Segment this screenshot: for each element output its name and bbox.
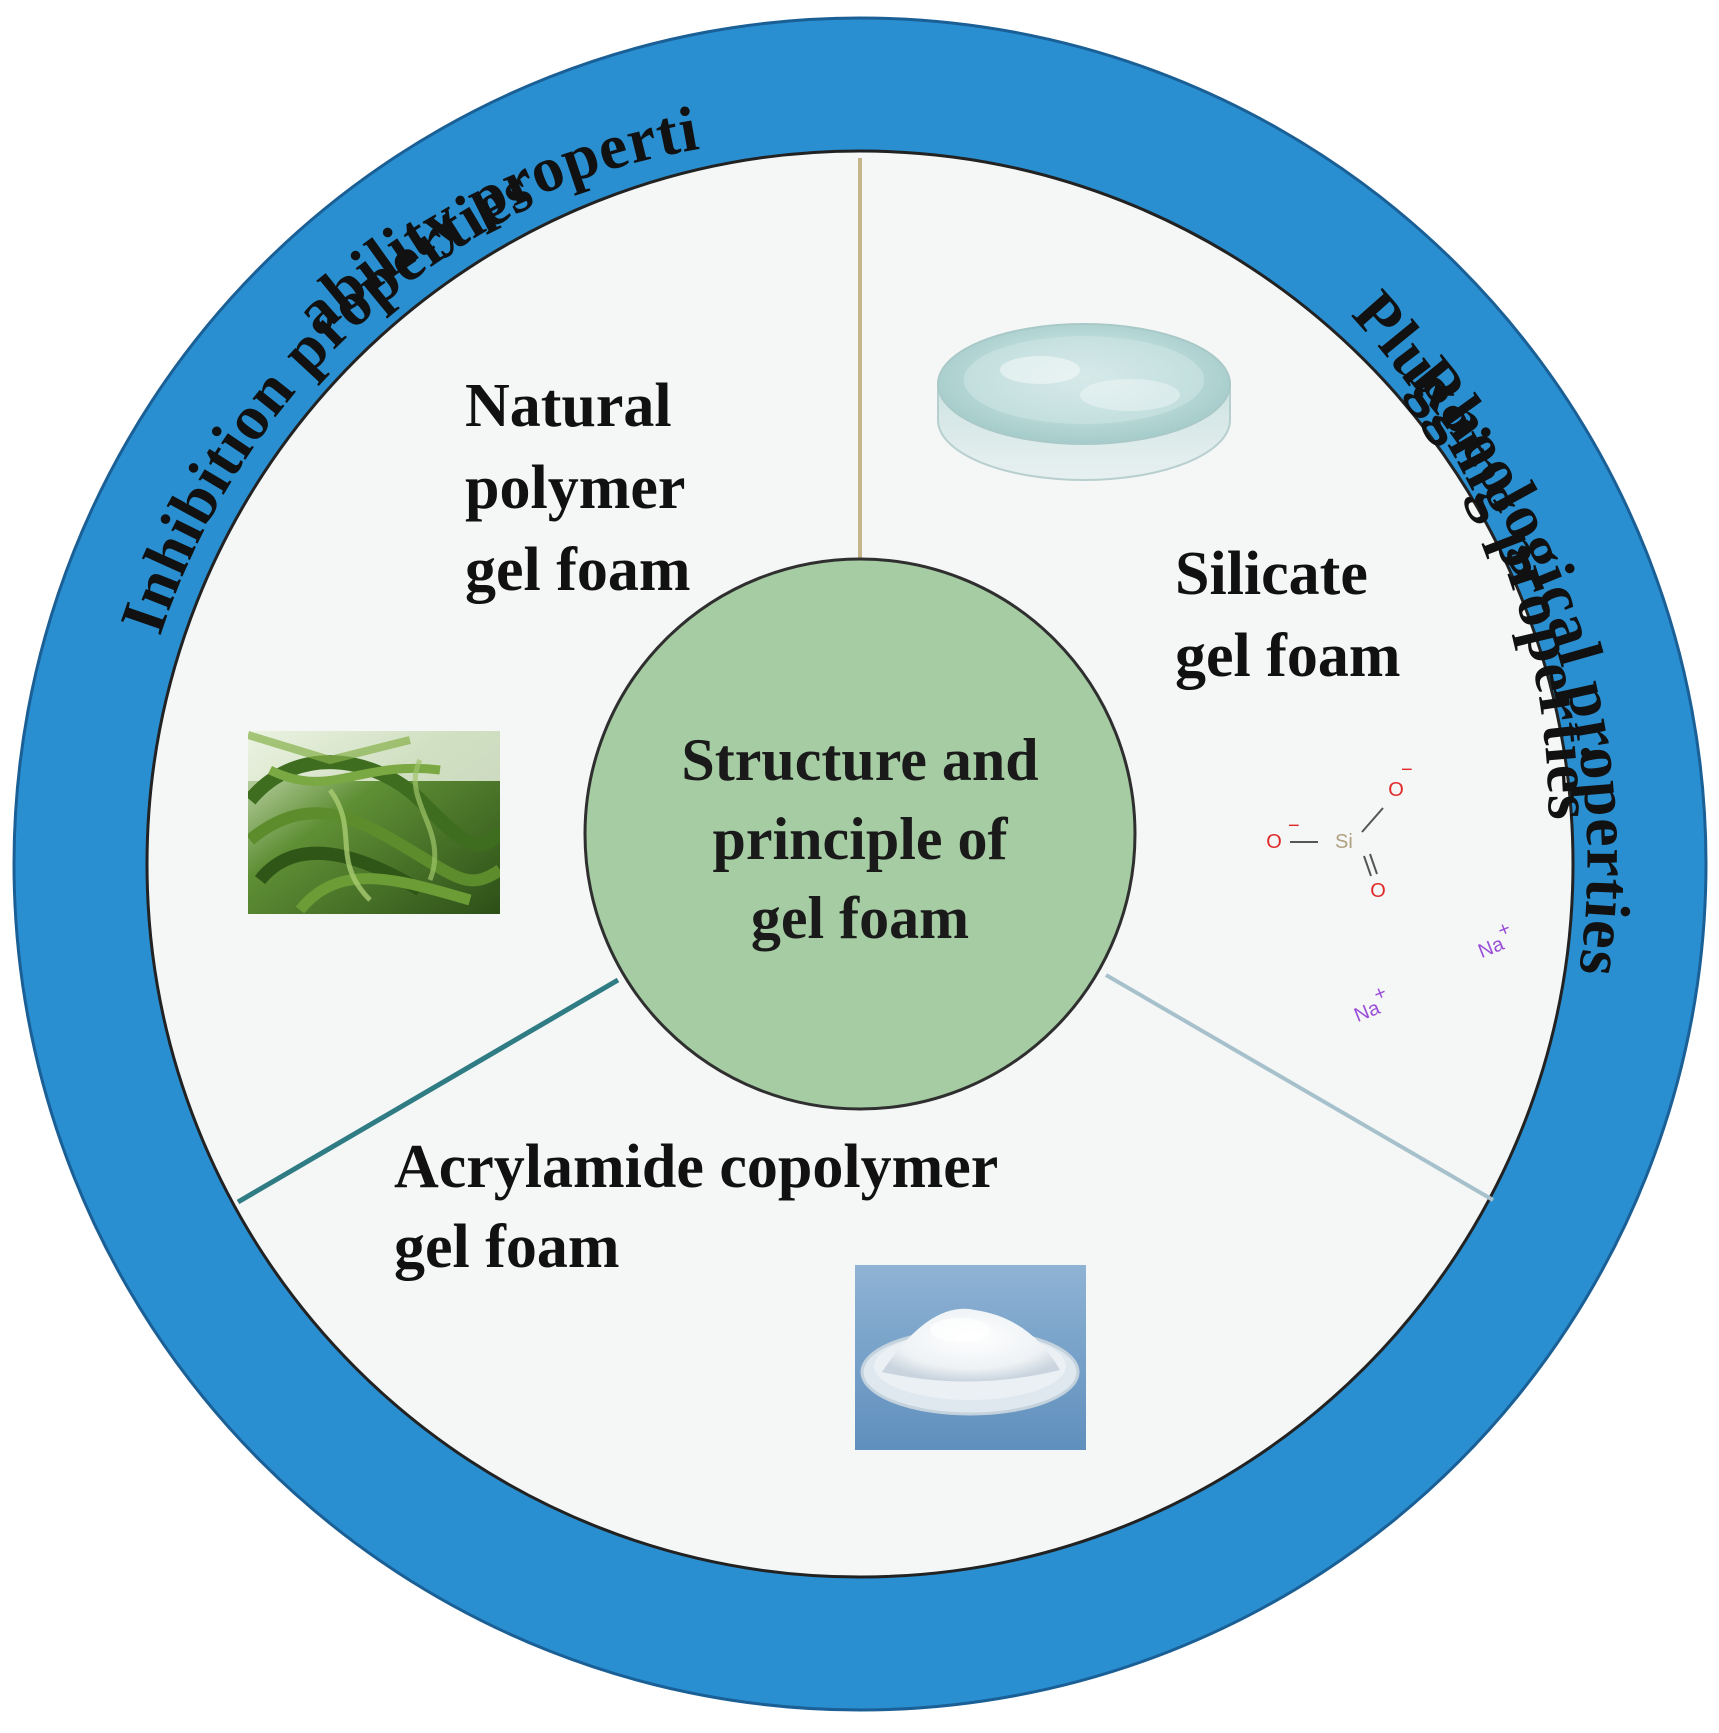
center-label-line3: gel foam xyxy=(751,885,969,951)
oxygen-top-label: O xyxy=(1388,779,1404,801)
acrylamide-label-line2: gel foam xyxy=(394,1213,620,1281)
silicate-dish-photo-icon xyxy=(937,323,1231,481)
oxygen-left-label: O xyxy=(1266,831,1282,853)
oxygen-left-charge: − xyxy=(1288,815,1300,837)
acrylamide-powder-photo-icon xyxy=(855,1265,1086,1450)
natural-label-line3: gel foam xyxy=(465,536,691,604)
segment-natural-label: Natural polymer gel foam xyxy=(465,372,691,604)
center-label-line2: principle of xyxy=(713,806,1009,872)
natural-label-line2: polymer xyxy=(465,454,685,522)
acrylamide-label-line1: Acrylamide copolymer xyxy=(394,1133,998,1201)
segment-acrylamide-label: Acrylamide copolymer gel foam xyxy=(394,1133,998,1281)
center-label-line1: Structure and xyxy=(681,727,1038,793)
seaweed-photo-icon xyxy=(248,731,500,914)
divider-right xyxy=(1104,973,1495,1202)
silicon-label: Si xyxy=(1335,831,1353,853)
center-label: Structure and principle of gel foam xyxy=(681,727,1038,951)
silicate-label-line1: Silicate xyxy=(1175,540,1368,608)
segment-silicate-label: Silicate gel foam xyxy=(1175,540,1401,690)
divider-left xyxy=(236,977,620,1205)
center-circle xyxy=(583,557,1137,1111)
oxygen-bottom-label: O xyxy=(1370,880,1386,902)
oxygen-top-charge: − xyxy=(1401,759,1413,781)
silicate-label-line2: gel foam xyxy=(1175,622,1401,690)
natural-label-line1: Natural xyxy=(465,372,672,440)
